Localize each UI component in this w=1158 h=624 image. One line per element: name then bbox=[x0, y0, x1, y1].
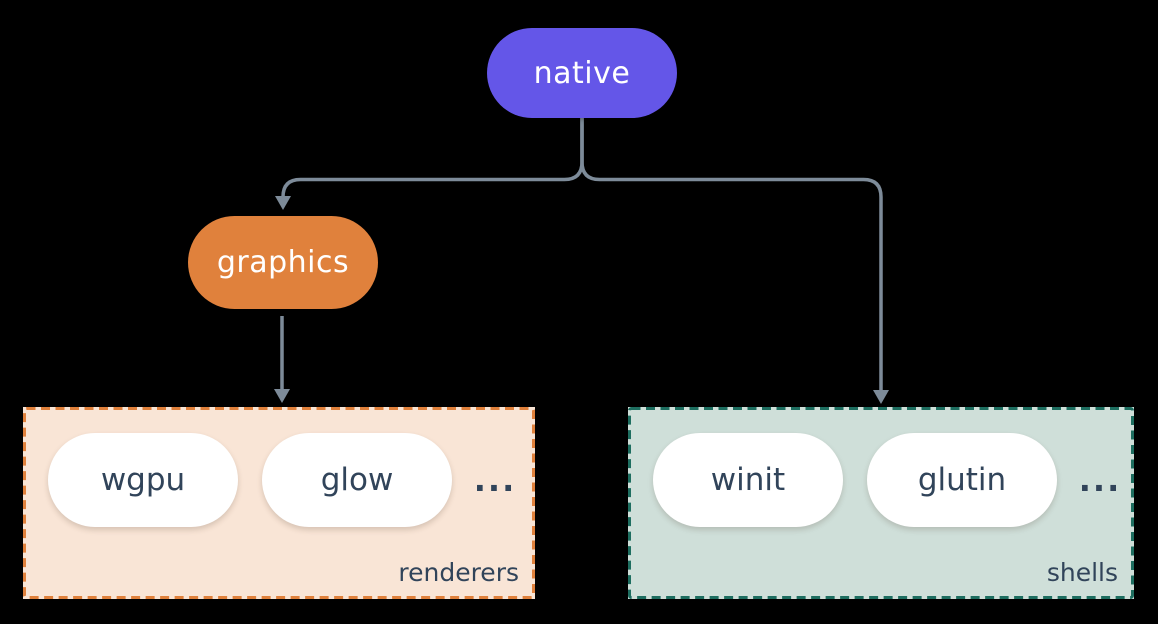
node-winit-label: winit bbox=[710, 462, 786, 498]
arrowhead-graphics bbox=[275, 196, 291, 210]
node-glutin: glutin bbox=[867, 433, 1057, 527]
edge-native-to-graphics bbox=[281, 116, 584, 198]
node-glow-label: glow bbox=[320, 462, 394, 498]
shells-ellipsis: ... bbox=[1078, 461, 1122, 499]
arrowhead-renderers bbox=[274, 389, 290, 403]
renderers-ellipsis: ... bbox=[473, 461, 517, 499]
group-renderers: wgpu glow ... renderers bbox=[23, 407, 535, 599]
node-graphics-label: graphics bbox=[216, 245, 350, 280]
renderers-group-label: renderers bbox=[398, 558, 519, 587]
node-native-label: native bbox=[533, 55, 631, 91]
node-wgpu: wgpu bbox=[48, 433, 238, 527]
node-graphics: graphics bbox=[188, 216, 378, 309]
shells-group-label: shells bbox=[1046, 558, 1118, 587]
node-glow: glow bbox=[262, 433, 452, 527]
arrowhead-shells bbox=[873, 390, 889, 404]
group-shells: winit glutin ... shells bbox=[628, 407, 1134, 599]
node-wgpu-label: wgpu bbox=[100, 462, 186, 498]
node-winit: winit bbox=[653, 433, 843, 527]
node-native: native bbox=[487, 28, 677, 118]
edge-native-to-shells bbox=[580, 116, 883, 390]
node-glutin-label: glutin bbox=[917, 462, 1007, 498]
